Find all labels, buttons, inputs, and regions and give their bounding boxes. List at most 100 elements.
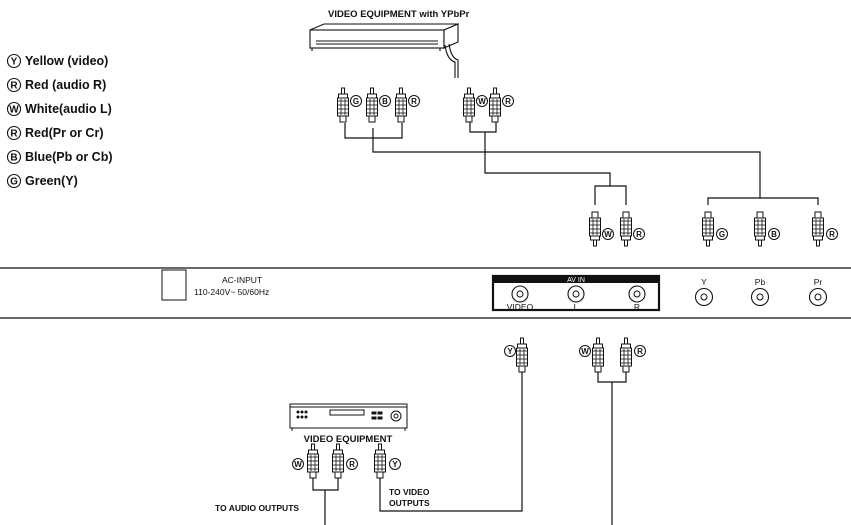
plug-letter-marker: R xyxy=(408,95,420,107)
svg-text:R: R xyxy=(505,97,511,106)
legend-item-blue-pb: B Blue(Pb or Cb) xyxy=(6,149,113,165)
legend-text: Blue(Pb or Cb) xyxy=(25,150,113,164)
mid-component-blue-plug[interactable] xyxy=(754,211,766,247)
panel-video-yellow-plug[interactable] xyxy=(516,337,528,373)
legend-letter: W xyxy=(9,105,19,116)
top-device-icon xyxy=(309,23,459,78)
top-audio-red-plug[interactable] xyxy=(489,87,501,123)
y-jack-label: Y xyxy=(701,277,707,287)
legend-text: Green(Y) xyxy=(25,174,78,188)
mid-component-fork xyxy=(707,197,819,205)
svg-text:B: B xyxy=(771,230,777,239)
legend-letter: B xyxy=(10,153,17,164)
top-component-red-plug[interactable] xyxy=(395,87,407,123)
plug-letter-marker: G xyxy=(716,228,728,240)
svg-text:W: W xyxy=(604,230,612,239)
svg-text:R: R xyxy=(829,230,835,239)
plug-letter-marker: W xyxy=(602,228,614,240)
legend-item-green-y: G Green(Y) xyxy=(6,173,78,189)
legend-letter: R xyxy=(10,129,18,140)
audio-cable xyxy=(484,132,611,186)
legend-item-white-audio-l: W White(audio L) xyxy=(6,101,112,117)
svg-text:B: B xyxy=(382,97,388,106)
ac-input-spec: 110-240V~ 50/60Hz xyxy=(194,287,269,297)
video-outputs-label-line1: TO VIDEO xyxy=(389,487,430,497)
mid-component-red-plug[interactable] xyxy=(812,211,824,247)
ac-input-socket[interactable] xyxy=(161,269,187,301)
red-marker-icon xyxy=(6,77,22,93)
component-y-jack[interactable] xyxy=(694,287,714,307)
mid-audio-white-plug[interactable] xyxy=(589,211,601,247)
legend-item-red-audio-r: R Red (audio R) xyxy=(6,77,106,93)
av-in-header xyxy=(493,276,659,283)
bottom-device-icon xyxy=(289,403,408,431)
mid-audio-red-plug[interactable] xyxy=(620,211,632,247)
svg-text:R: R xyxy=(349,460,355,469)
top-component-green-plug[interactable] xyxy=(337,87,349,123)
panel-audio-white-plug[interactable] xyxy=(592,337,604,373)
bottom-audio-red-plug[interactable] xyxy=(332,443,344,479)
plug-letter-marker: R xyxy=(633,228,645,240)
white-marker-icon xyxy=(6,101,22,117)
legend-item-yellow-video: Y Yellow (video) xyxy=(6,53,108,69)
bottom-device-title: VIDEO EQUIPMENT xyxy=(304,434,393,445)
cables xyxy=(312,121,819,525)
red-marker-icon xyxy=(6,125,22,141)
top-audio-white-plug[interactable] xyxy=(463,87,475,123)
bottom-video-yellow-plug[interactable] xyxy=(374,443,386,479)
av-in-title: AV IN xyxy=(567,277,585,284)
yellow-marker-icon xyxy=(6,53,22,69)
legend-text: Red (audio R) xyxy=(25,78,106,92)
svg-text:R: R xyxy=(636,230,642,239)
svg-text:Y: Y xyxy=(392,460,398,469)
av-in-r-jack[interactable] xyxy=(628,285,646,303)
plug-letter-marker: W xyxy=(476,95,488,107)
component-pr-jack[interactable] xyxy=(808,287,828,307)
legend-item-red-pr: R Red(Pr or Cr) xyxy=(6,125,103,141)
plug-letter-marker: W xyxy=(579,345,591,357)
top-audio-cable xyxy=(469,121,497,133)
video-outputs-label-line2: OUTPUTS xyxy=(389,498,430,508)
top-device-title: VIDEO EQUIPMENT with YPbPr xyxy=(328,9,470,20)
video-cable xyxy=(379,372,523,512)
top-component-blue-plug[interactable] xyxy=(366,87,378,123)
legend-letter: R xyxy=(10,81,18,92)
plug-letter-marker: Y xyxy=(504,345,516,357)
plugs: G B R W R W R G B R Y W R W R Y xyxy=(292,87,838,479)
mid-audio-fork xyxy=(594,185,627,205)
plug-letter-marker: R xyxy=(502,95,514,107)
svg-text:R: R xyxy=(637,347,643,356)
panel-audio-red-plug[interactable] xyxy=(620,337,632,373)
svg-text:G: G xyxy=(353,97,359,106)
legend-letter: Y xyxy=(11,57,18,68)
legend: Y Yellow (video) R Red (audio R) W White… xyxy=(6,53,113,189)
plug-letter-marker: B xyxy=(768,228,780,240)
plug-letter-marker: R xyxy=(634,345,646,357)
ac-input-title: AC-INPUT xyxy=(222,275,262,285)
green-marker-icon xyxy=(6,173,22,189)
svg-text:W: W xyxy=(581,347,589,356)
mid-component-green-plug[interactable] xyxy=(702,211,714,247)
svg-text:G: G xyxy=(719,230,725,239)
legend-text: Red(Pr or Cr) xyxy=(25,126,103,140)
av-in-video-jack[interactable] xyxy=(511,285,529,303)
svg-text:W: W xyxy=(294,460,302,469)
plug-letter-marker: R xyxy=(346,458,358,470)
av-in-l-jack[interactable] xyxy=(567,285,585,303)
legend-letter: G xyxy=(10,177,18,188)
l-jack-label: L xyxy=(574,302,579,312)
pb-jack-label: Pb xyxy=(755,277,766,287)
svg-text:W: W xyxy=(478,97,486,106)
r-jack-label: R xyxy=(634,302,640,312)
component-pb-jack[interactable] xyxy=(750,287,770,307)
svg-text:R: R xyxy=(411,97,417,106)
svg-text:Y: Y xyxy=(507,347,513,356)
blue-marker-icon xyxy=(6,149,22,165)
legend-text: Yellow (video) xyxy=(25,54,108,68)
plug-letter-marker: W xyxy=(292,458,304,470)
bottom-audio-white-plug[interactable] xyxy=(307,443,319,479)
plug-letter-marker: R xyxy=(826,228,838,240)
plug-letter-marker: B xyxy=(379,95,391,107)
component-cable xyxy=(372,128,761,198)
